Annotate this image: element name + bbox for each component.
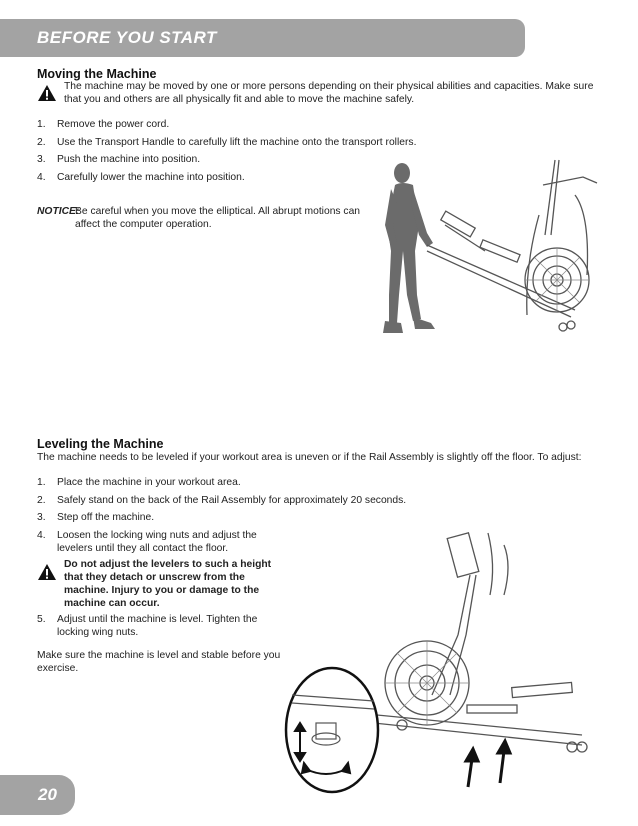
leveling-step-5: 5.Adjust until the machine is level. Tig…: [37, 613, 262, 644]
moving-steps-list: 1.Remove the power cord. 2.Use the Trans…: [37, 118, 437, 188]
list-item: 5.Adjust until the machine is level. Tig…: [37, 614, 258, 638]
section-title: BEFORE YOU START: [37, 28, 217, 47]
leveling-step-4: 4.Loosen the locking wing nuts and adjus…: [37, 529, 262, 560]
page-number: 20: [38, 785, 57, 804]
leveling-heading: Leveling the Machine: [37, 437, 164, 451]
notice-text: Be careful when you move the elliptical.…: [75, 206, 361, 230]
list-item: 1.Place the machine in your workout area…: [37, 477, 241, 488]
moving-warning-text: The machine may be moved by one or more …: [64, 81, 594, 105]
list-item: 2.Use the Transport Handle to carefully …: [37, 136, 417, 148]
leveling-closing-text: Make sure the machine is level and stabl…: [37, 650, 281, 674]
leveling-intro: The machine needs to be leveled if your …: [37, 452, 582, 463]
leveling-warning-text: Do not adjust the levelers to such a hei…: [64, 559, 272, 609]
list-item: 2.Safely stand on the back of the Rail A…: [37, 494, 407, 506]
notice-label: NOTICE:: [37, 206, 80, 217]
warning-icon: [38, 564, 56, 580]
list-item: 1.Remove the power cord.: [37, 119, 170, 130]
section-header-banner: BEFORE YOU START: [0, 19, 525, 57]
leveling-steps-list: 1.Place the machine in your workout area…: [37, 476, 417, 529]
list-item: 3.Push the machine into position.: [37, 154, 201, 165]
list-item: 4.Carefully lower the machine into posit…: [37, 171, 245, 183]
page-number-tab: 20: [0, 775, 75, 815]
list-item: 4.Loosen the locking wing nuts and adjus…: [37, 530, 257, 554]
leveling-machine-illustration: [284, 532, 588, 794]
warning-icon: [38, 85, 56, 101]
notice-block: NOTICE:: [37, 205, 367, 231]
moving-heading: Moving the Machine: [37, 67, 157, 81]
list-item: 3.Step off the machine.: [37, 512, 155, 523]
moving-machine-illustration: [383, 159, 598, 333]
